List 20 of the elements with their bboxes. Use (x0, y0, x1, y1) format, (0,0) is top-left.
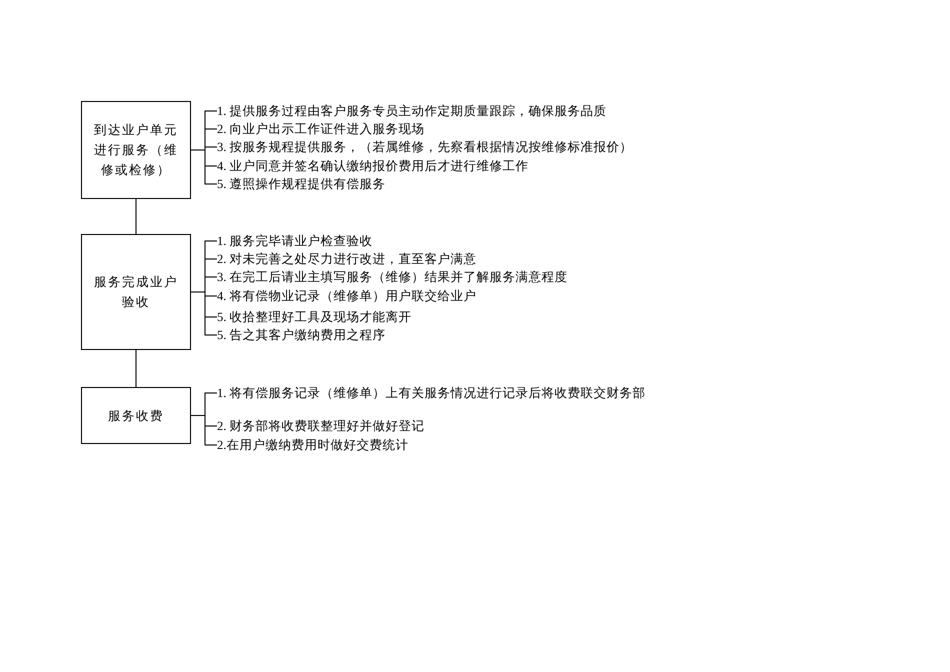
step-text: 1. 将有偿服务记录（维修单）上有关服务情况进行记录后将收费联交财务部 (217, 384, 667, 402)
step-text: 1. 服务完毕请业户检查验收 (217, 232, 677, 250)
connector-line (190, 150, 218, 184)
step-text: 2.在用户缴纳费用时做好交费统计 (217, 436, 677, 454)
step-text: 2. 向业户出示工作证件进入服务现场 (217, 120, 677, 138)
step-text: 4. 将有偿物业记录（维修单）用户联交给业户 (217, 287, 677, 305)
step-text: 3. 按服务规程提供服务，（若属维修，先察看根据情况按维修标准报价） (217, 138, 677, 156)
step-text: 2. 财务部将收费联整理好并做好登记 (217, 417, 677, 435)
step-text: 1. 提供服务过程由客户服务专员主动作定期质量跟踪，确保服务品质 (217, 102, 677, 120)
step-text: 3. 在完工后请业主填写服务（维修）结果并了解服务满意程度 (217, 268, 677, 286)
step-text: 4. 业户同意并签名确认缴纳报价费用后才进行维修工作 (217, 157, 677, 175)
step-text: 5. 告之其客户缴纳费用之程序 (217, 326, 677, 344)
connector-line (190, 292, 218, 336)
step-text: 2. 对未完善之处尽力进行改进，直至客户满意 (217, 250, 677, 268)
process-box: 服务完成业户验收 (81, 234, 191, 350)
process-box: 服务收费 (81, 387, 191, 444)
process-box: 到达业户单元进行服务（维修或检修） (81, 101, 191, 199)
connector-line (190, 415, 218, 446)
step-text: 5. 遵照操作规程提供有偿服务 (217, 175, 677, 193)
step-text: 5. 收拾整理好工具及现场才能离开 (217, 308, 677, 326)
